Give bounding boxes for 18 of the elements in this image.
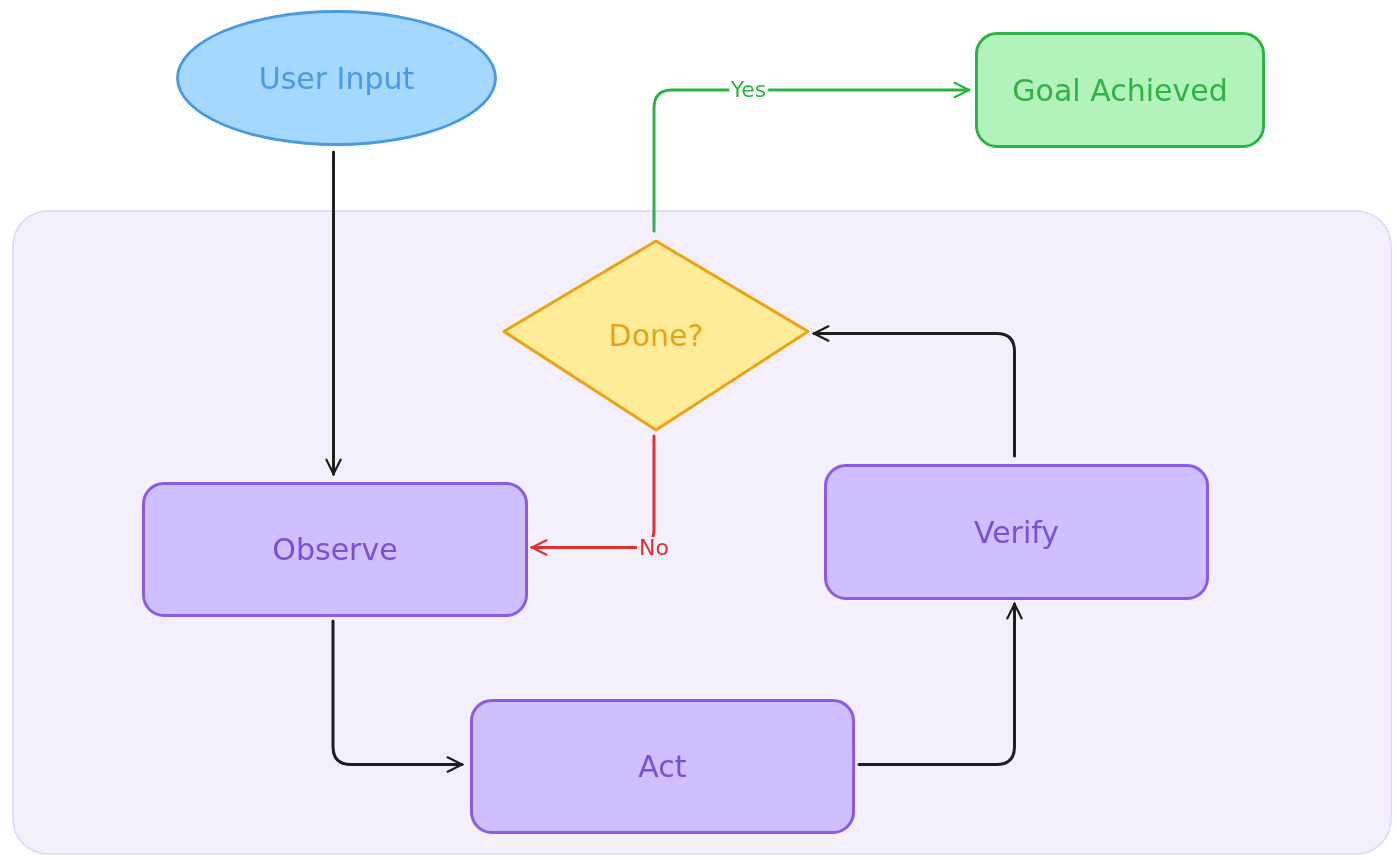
arrow (652, 81, 971, 233)
node-label: Verify (973, 513, 1060, 552)
arrow (530, 434, 656, 556)
arrow (331, 619, 464, 773)
node-label: Observe (272, 531, 398, 569)
node-label: Done? (608, 317, 704, 355)
process-box (470, 699, 855, 834)
process-box (824, 464, 1209, 600)
arrow (857, 602, 1023, 766)
node-label: User Input (258, 59, 415, 98)
process-box (975, 32, 1265, 148)
process-box (142, 482, 528, 617)
node-label: Goal Achieved (1012, 71, 1228, 110)
node-label: Act (638, 748, 687, 786)
arrow (812, 325, 1016, 458)
decision-diamond (502, 239, 810, 432)
arrow (325, 150, 342, 476)
group-background (12, 210, 1392, 855)
